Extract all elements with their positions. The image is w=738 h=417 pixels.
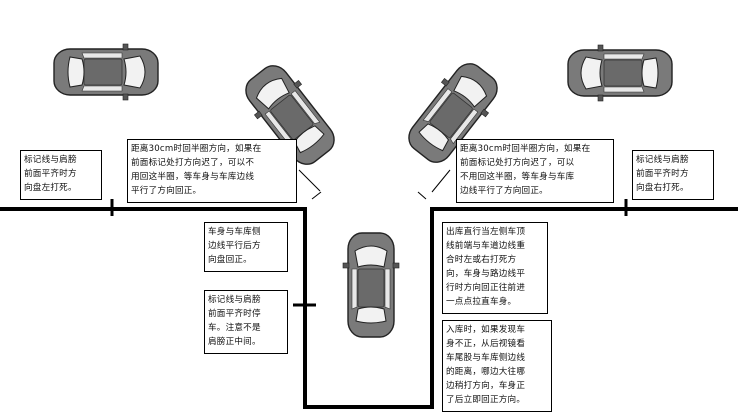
road-and-garage-lines [0, 169, 738, 409]
car-top-left [53, 43, 159, 101]
note-left-mark: 标记线与肩膀 前面平齐时方 向盘左打死。 [20, 150, 102, 200]
pointer-right-angle [431, 169, 451, 193]
note-right-mark: 标记线与肩膀 前面平齐时方 向盘右打死。 [632, 150, 714, 200]
note-body-parallel: 车身与车库侧 边线平行后方 向盘回正。 [204, 222, 288, 272]
note-enter-adjust: 入库时，如果发现车 身不正，从后视镜看 车尾股与车库侧边线 的距离，哪边大往哪 … [442, 320, 552, 412]
pointer-bottom-left [311, 191, 322, 200]
note-stop-mark: 标记线与肩膀 前面平齐时停 车。注意不是 肩膀正中间。 [204, 290, 288, 354]
note-left-angle: 距离30cm时回半圈方向，如果在 前面标记处打方向迟了，可以不 用回这半圈，等车… [127, 139, 297, 203]
note-right-angle: 距离30cm时回半圈方向，如果在 前面标记处打方向迟了，可以 不用回这半圈，等车… [456, 139, 614, 203]
car-in-garage [342, 232, 400, 338]
pointer-bottom-right [417, 191, 427, 200]
note-exit-garage: 出库直行当左侧车顶 线前端与车道边线重 合时左或右打死方 向，车身与路边线平 行… [442, 222, 548, 314]
car-top-right [567, 44, 673, 102]
pointer-left-angle [298, 169, 321, 192]
garage-outline [0, 207, 738, 409]
